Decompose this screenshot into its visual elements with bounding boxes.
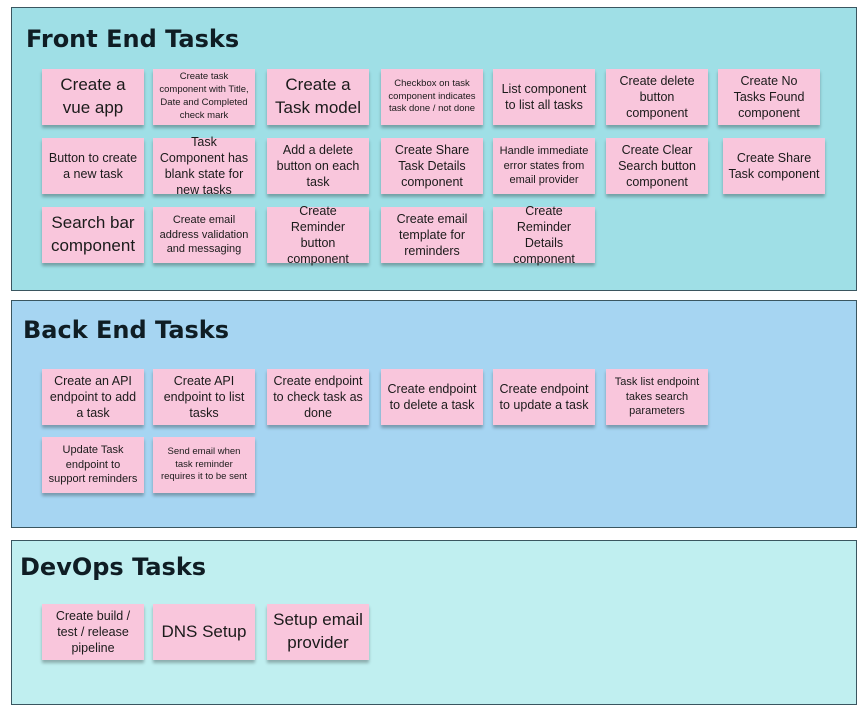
sticky-note-text: Add a delete button on each task <box>276 142 360 190</box>
sticky-note[interactable]: Create endpoint to delete a task <box>381 369 483 425</box>
sticky-note[interactable]: Create a vue app <box>42 69 144 125</box>
sticky-note-text: Create Share Task Details component <box>394 142 470 190</box>
sticky-note-text: Create Reminder Details component <box>513 203 575 267</box>
sticky-note[interactable]: Update Task endpoint to support reminder… <box>42 437 144 493</box>
sticky-note-text: Create Reminder button component <box>287 203 349 267</box>
sticky-note-text: Checkbox on task component indicates tas… <box>388 77 476 115</box>
sticky-note-text: Create a vue app <box>60 75 126 117</box>
devops-frame: DevOps Tasks <box>11 540 857 705</box>
sticky-note[interactable]: Create Share Task component <box>723 138 825 194</box>
sticky-note-text: List component to list all tasks <box>501 81 587 112</box>
sticky-note-text: Create Share Task component <box>728 150 820 181</box>
sticky-note[interactable]: DNS Setup <box>153 604 255 660</box>
sticky-note-text: Create API endpoint to list tasks <box>163 373 245 421</box>
sticky-note[interactable]: Create an API endpoint to add a task <box>42 369 144 425</box>
sticky-note-text: DNS Setup <box>161 621 247 641</box>
sticky-note-text: Search bar component <box>50 213 136 255</box>
sticky-note[interactable]: Create endpoint to check task as done <box>267 369 369 425</box>
sticky-note-text: Create endpoint to check task as done <box>273 373 363 421</box>
sticky-note-text: Task Component has blank state for new t… <box>159 134 249 198</box>
sticky-note-text: Create build / test / release pipeline <box>55 608 131 656</box>
sticky-note-text: Create No Tasks Found component <box>733 73 805 121</box>
sticky-note[interactable]: Handle immediate error states from email… <box>493 138 595 194</box>
backend-frame-title: Back End Tasks <box>23 316 230 344</box>
sticky-note-text: Task list endpoint takes search paramete… <box>614 375 700 418</box>
sticky-note[interactable]: Create API endpoint to list tasks <box>153 369 255 425</box>
sticky-note[interactable]: Task list endpoint takes search paramete… <box>606 369 708 425</box>
sticky-note[interactable]: Create Reminder Details component <box>493 204 595 266</box>
sticky-note[interactable]: Button to create a new task <box>42 138 144 194</box>
sticky-note[interactable]: Create No Tasks Found component <box>718 69 820 125</box>
sticky-note[interactable]: Create task component with Title, Date a… <box>153 69 255 125</box>
sticky-note-text: Button to create a new task <box>48 150 138 181</box>
sticky-note[interactable]: Task Component has blank state for new t… <box>153 135 255 197</box>
sticky-note[interactable]: Add a delete button on each task <box>267 138 369 194</box>
sticky-note[interactable]: Create Clear Search button component <box>606 138 708 194</box>
devops-frame-title: DevOps Tasks <box>20 553 207 581</box>
sticky-note[interactable]: Create Share Task Details component <box>381 138 483 194</box>
sticky-note[interactable]: Create build / test / release pipeline <box>42 604 144 660</box>
sticky-note[interactable]: Create delete button component <box>606 69 708 125</box>
sticky-note-text: Update Task endpoint to support reminder… <box>48 443 138 486</box>
sticky-note[interactable]: Checkbox on task component indicates tas… <box>381 69 483 125</box>
frontend-frame-title: Front End Tasks <box>26 25 240 53</box>
sticky-note[interactable]: List component to list all tasks <box>493 69 595 125</box>
sticky-note-text: Create a Task model <box>275 75 361 117</box>
sticky-note-text: Setup email provider <box>273 610 363 652</box>
sticky-note-text: Handle immediate error states from email… <box>499 144 589 187</box>
sticky-note-text: Create email template for reminders <box>396 211 468 259</box>
sticky-note[interactable]: Create Reminder button component <box>267 204 369 266</box>
sticky-note[interactable]: Search bar component <box>42 207 144 263</box>
sticky-note[interactable]: Send email when task reminder requires i… <box>153 437 255 493</box>
sticky-note-text: Create delete button component <box>619 73 695 121</box>
sticky-note-text: Create task component with Title, Date a… <box>159 71 249 121</box>
sticky-note[interactable]: Setup email provider <box>267 604 369 660</box>
sticky-note-text: Create Clear Search button component <box>618 142 696 190</box>
sticky-note-text: Create endpoint to delete a task <box>387 381 477 412</box>
sticky-note-text: Send email when task reminder requires i… <box>160 445 248 483</box>
sticky-note-text: Create email address validation and mess… <box>159 213 249 256</box>
sticky-note[interactable]: Create email address validation and mess… <box>153 207 255 263</box>
sticky-note-text: Create endpoint to update a task <box>499 381 589 412</box>
sticky-note-text: Create an API endpoint to add a task <box>49 373 137 421</box>
sticky-note[interactable]: Create endpoint to update a task <box>493 369 595 425</box>
sticky-note[interactable]: Create a Task model <box>267 69 369 125</box>
sticky-note[interactable]: Create email template for reminders <box>381 207 483 263</box>
